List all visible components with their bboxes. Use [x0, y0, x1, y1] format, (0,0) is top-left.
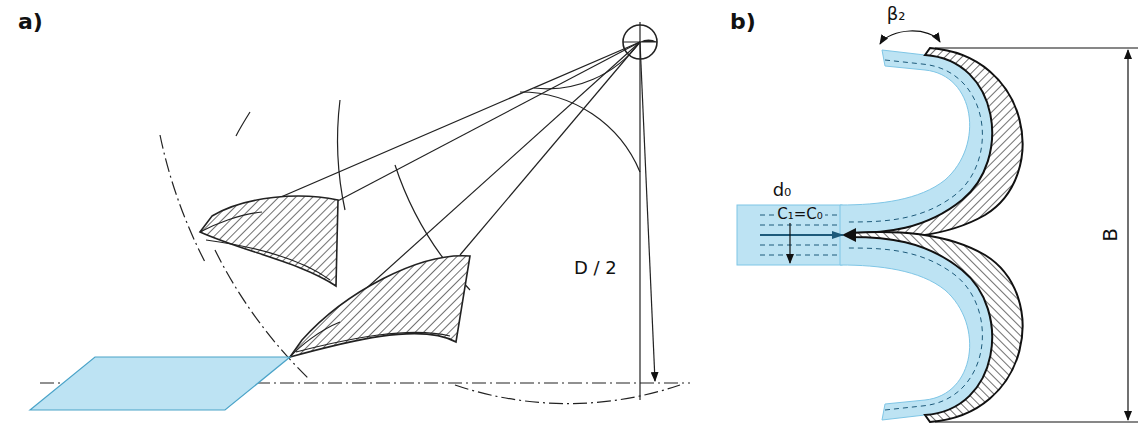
- angle-label: β₂: [887, 4, 906, 24]
- dimension-label: B: [1099, 228, 1121, 242]
- panel-label: b): [730, 10, 756, 34]
- dimension-label: d₀: [773, 180, 792, 200]
- velocity-label: C₁=C₀: [775, 206, 825, 223]
- dimension-label: D / 2: [574, 258, 617, 278]
- panel-label: a): [18, 10, 43, 34]
